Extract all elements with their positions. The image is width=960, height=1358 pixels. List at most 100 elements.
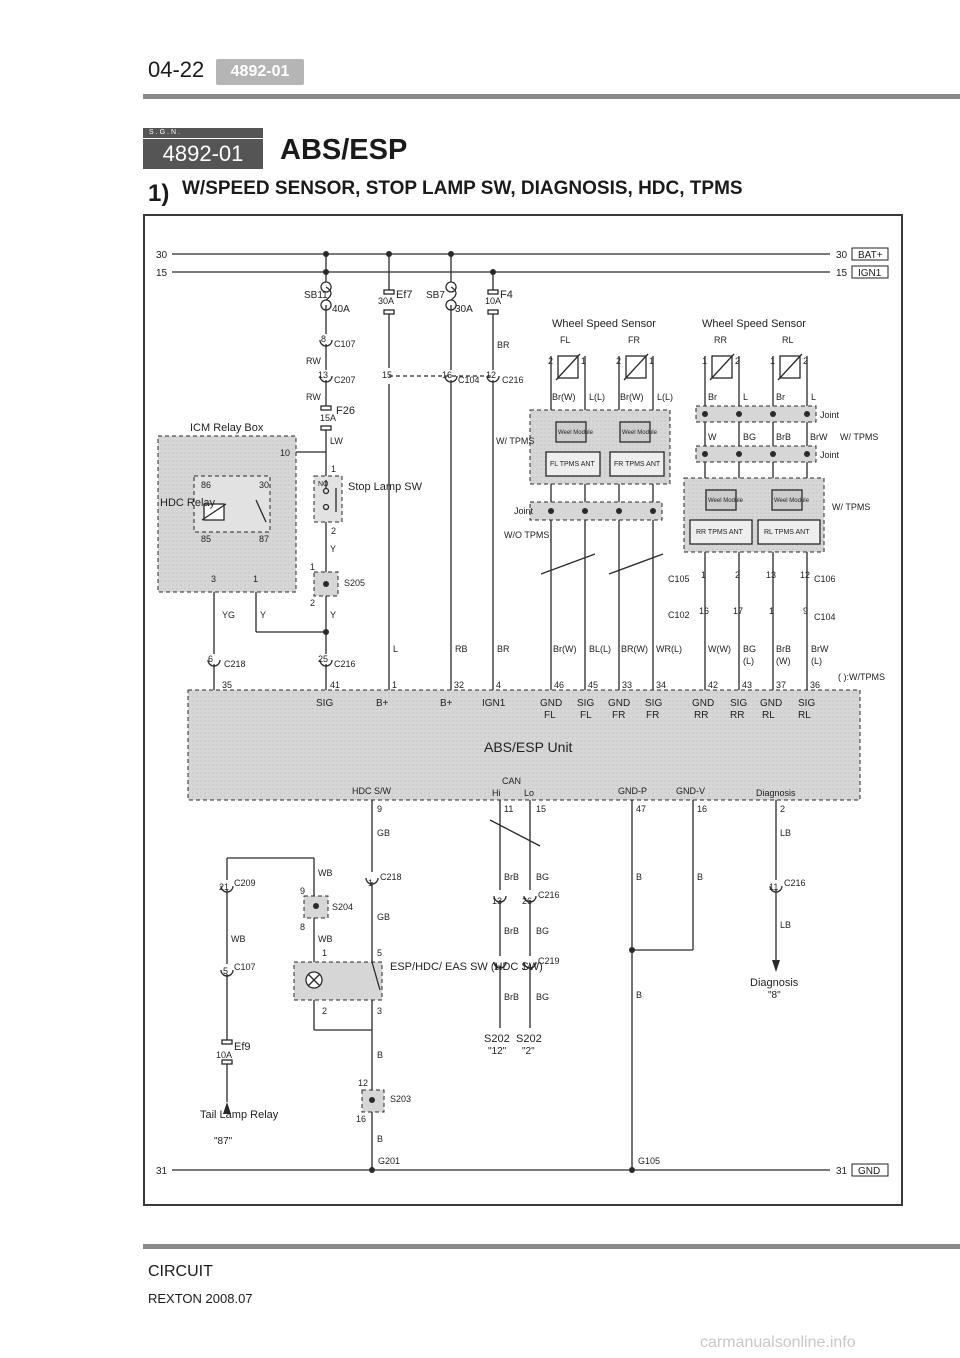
diagram-label: RL (762, 710, 775, 721)
fuse-ef9: Ef9 (234, 1041, 251, 1053)
diagram-label: 12 (800, 570, 810, 580)
diagram-label: SIG (577, 698, 594, 709)
conn-c209: C209 (234, 878, 256, 888)
diagram-label: 1 (310, 562, 315, 572)
conn-c218-b: C218 (380, 872, 402, 882)
diagram-label: 5 (223, 966, 228, 976)
diagram-label: Br (708, 392, 717, 402)
sgn-tag: S.G.N. (143, 128, 263, 138)
diagram-label: 3 (377, 1006, 382, 1016)
conn-c104-b: C104 (814, 612, 836, 622)
diagram-label: 16 (697, 804, 707, 814)
conn-c219: C219 (538, 956, 560, 966)
conn-c102: C102 (668, 610, 690, 620)
diagram-label: WB (231, 934, 246, 944)
fuse-sb7-amp: 30A (455, 304, 473, 315)
diagram-label: 10 (280, 448, 290, 458)
diagram-label: 2 (780, 804, 785, 814)
wtpms-rear-b: W/ TPMS (832, 502, 870, 512)
diagram-label: L(L) (589, 392, 605, 402)
diagram-label: BrW (811, 644, 829, 654)
diagram-label: 46 (554, 680, 564, 690)
diagram-label: 37 (776, 680, 786, 690)
diagram-label: BR (497, 644, 510, 654)
diagram-label: B (377, 1134, 383, 1144)
diagram-label: FR (646, 710, 659, 721)
diagram-label: RR (714, 335, 727, 345)
stop-lamp-label: Stop Lamp SW (348, 481, 423, 493)
diagram-label: 2 (322, 1006, 327, 1016)
fuse-sb11-amp: 40A (332, 304, 350, 315)
diagram-label: BG (536, 872, 549, 882)
conn-c218-a: C218 (224, 659, 246, 669)
diagram-label: 6 (208, 654, 213, 664)
diagram-label: RR (694, 710, 708, 721)
diagram-label: BrB (504, 872, 519, 882)
diagram-label: BL(L) (589, 644, 611, 654)
diagram-label: "2" (522, 1046, 535, 1057)
rail-15-left: 15 (156, 268, 168, 279)
diagram-label: 41 (330, 680, 340, 690)
diagram-label: 1 (649, 356, 654, 366)
diagram-label: Br(W) (553, 644, 577, 654)
diagram-label: HDC S/W (352, 786, 392, 796)
diagram-label: NO (318, 481, 329, 488)
diagram-label: 9 (300, 886, 305, 896)
fuse-ef9-amp: 10A (216, 1050, 232, 1060)
diagram-label: GND (540, 698, 562, 709)
diagram-label: 33 (622, 680, 632, 690)
diagram-label: RB (455, 644, 468, 654)
ground-g201: G201 (378, 1156, 400, 1166)
diagram-label: 1 (253, 574, 258, 584)
diagram-label: 1 (331, 464, 336, 474)
diagram-label: 15 (382, 370, 392, 380)
diagram-label: B (636, 872, 642, 882)
subsection-title: W/SPEED SENSOR, STOP LAMP SW, DIAGNOSIS,… (182, 178, 743, 199)
diagram-label: RR (730, 710, 744, 721)
diagram-label: 42 (708, 680, 718, 690)
diagram-label: 1 (702, 356, 707, 366)
diagram-label: Weel Module (558, 430, 594, 436)
diagram-label: L (393, 644, 398, 654)
diagram-label: 43 (742, 680, 752, 690)
diagram-label: RL (782, 335, 794, 345)
fuse-ef7-amp: 30A (378, 296, 394, 306)
diagram-label: Y (330, 610, 336, 620)
diagram-label: BrB (776, 644, 791, 654)
diagram-label: BG (536, 926, 549, 936)
diagram-label: GB (377, 912, 390, 922)
terminal-diagnosis: Diagnosis (750, 977, 799, 989)
diagram-label: 45 (588, 680, 598, 690)
rail-15-tag: IGN1 (858, 268, 882, 279)
tpms-legend: ( ):W/TPMS (838, 672, 885, 682)
diagram-label: Weel Module (708, 498, 744, 504)
diagram-label: Weel Module (774, 498, 810, 504)
conn-c216-b: C216 (334, 659, 356, 669)
diagram-label: BR(W) (621, 644, 648, 654)
diagram-label: FR TPMS ANT (614, 461, 661, 468)
diagram-label: 26 (522, 896, 532, 906)
diagram-label: 11 (769, 882, 778, 892)
diagram-label: FL (544, 710, 556, 721)
diagram-label: B+ (440, 698, 453, 709)
diagram-label: WB (318, 868, 333, 878)
diagram-label: GND (608, 698, 630, 709)
front-sensor-heading: Wheel Speed Sensor (552, 318, 656, 330)
diagram-label: LW (330, 436, 343, 446)
conn-c107-b: C107 (234, 962, 256, 972)
diagram-label: 9 (803, 606, 808, 616)
ecu-box (187, 689, 861, 801)
diagram-label: Joint (820, 410, 840, 420)
fuse-f4-amp: 10A (485, 296, 501, 306)
diagram-label: BrB (504, 926, 519, 936)
diagram-label: WB (318, 934, 333, 944)
conn-c105: C105 (668, 574, 690, 584)
diagram-label: 13 (318, 370, 328, 380)
diagram-label: B (636, 990, 642, 1000)
diagram-label: 32 (454, 680, 464, 690)
diagram-label: GND (692, 698, 714, 709)
diagram-label: 1 (368, 878, 373, 888)
diagram-label: (L) (743, 656, 754, 666)
fuse-sb7: SB7 (426, 290, 445, 301)
diagram-label: Br(W) (620, 392, 644, 402)
